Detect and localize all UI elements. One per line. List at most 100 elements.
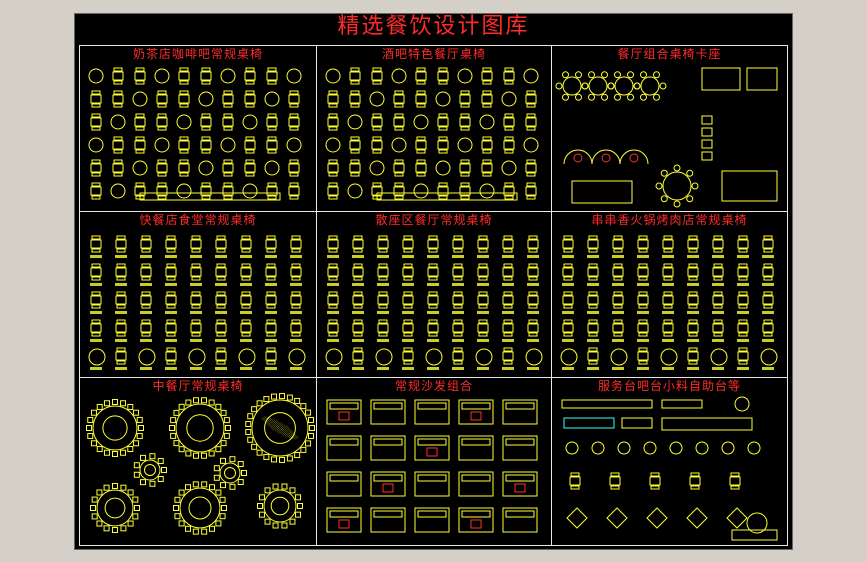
furniture-symbol — [477, 339, 489, 342]
furniture-symbol — [502, 311, 514, 314]
furniture-symbol — [437, 140, 449, 150]
furniture-symbol — [414, 471, 450, 497]
furniture-symbol — [686, 169, 694, 177]
furniture-symbol — [135, 136, 145, 141]
furniture-symbol — [157, 126, 167, 131]
furniture-symbol — [378, 276, 388, 281]
furniture-symbol — [701, 115, 713, 125]
furniture-symbol — [601, 93, 608, 101]
furniture-symbol — [738, 235, 748, 240]
furniture-symbol — [290, 255, 302, 258]
furniture-symbol — [502, 239, 514, 249]
furniture-symbol — [140, 255, 152, 258]
furniture-symbol — [452, 339, 464, 342]
furniture-symbol — [305, 440, 312, 447]
furniture-symbol — [353, 235, 363, 240]
furniture-symbol — [166, 276, 176, 281]
furniture-symbol — [763, 332, 773, 337]
furniture-symbol — [223, 172, 233, 177]
furniture-symbol — [663, 235, 673, 240]
furniture-symbol — [662, 171, 692, 201]
furniture-symbol — [267, 195, 277, 200]
furniture-symbol — [138, 425, 144, 431]
furniture-symbol — [523, 68, 539, 84]
furniture-symbol — [91, 159, 101, 164]
furniture-symbol — [135, 67, 145, 72]
furniture-symbol — [326, 507, 362, 533]
furniture-symbol — [241, 248, 251, 253]
furniture-symbol — [663, 276, 673, 281]
furniture-symbol — [482, 80, 492, 85]
furniture-symbol — [503, 140, 515, 150]
furniture-symbol — [612, 283, 624, 286]
furniture-symbol — [638, 291, 648, 296]
furniture-symbol — [116, 360, 126, 365]
furniture-symbol — [427, 283, 439, 286]
furniture-symbol — [378, 304, 388, 309]
furniture-symbol — [503, 117, 515, 127]
furniture-symbol — [245, 67, 255, 72]
furniture-symbol — [662, 323, 674, 333]
furniture-symbol — [191, 235, 201, 240]
furniture-symbol — [290, 367, 302, 370]
furniture-symbol — [575, 71, 582, 79]
furniture-symbol — [713, 235, 723, 240]
furniture-symbol — [327, 186, 339, 196]
furniture-symbol — [263, 489, 297, 523]
furniture-symbol — [452, 351, 464, 361]
furniture-symbol — [504, 149, 514, 154]
furniture-symbol — [663, 319, 673, 324]
furniture-symbol — [222, 117, 234, 127]
furniture-symbol — [503, 235, 513, 240]
furniture-symbol — [326, 399, 362, 425]
furniture-symbol — [285, 425, 299, 439]
panel-sofa-sets: 常规沙发组合 — [316, 377, 552, 546]
furniture-symbol — [763, 319, 773, 324]
furniture-symbol — [563, 263, 573, 268]
furniture-symbol — [737, 367, 749, 370]
furniture-symbol — [328, 103, 338, 108]
furniture-symbol — [527, 255, 539, 258]
furniture-symbol — [269, 417, 291, 439]
furniture-symbol — [417, 438, 447, 446]
furniture-symbol — [721, 170, 778, 202]
furniture-symbol — [762, 367, 774, 370]
furniture-symbol — [502, 255, 514, 258]
furniture-symbol — [452, 323, 464, 333]
furniture-symbol — [188, 348, 206, 366]
furniture-symbol — [166, 304, 176, 309]
furniture-symbol — [215, 239, 227, 249]
furniture-symbol — [352, 351, 364, 361]
furniture-symbol — [245, 103, 255, 108]
furniture-symbol — [201, 136, 211, 141]
furniture-symbol — [563, 248, 573, 253]
furniture-symbol — [115, 255, 127, 258]
furniture-symbol — [291, 332, 301, 337]
furniture-symbol — [229, 456, 236, 463]
furniture-symbol — [528, 276, 538, 281]
furniture-symbol — [661, 399, 703, 409]
furniture-symbol — [459, 117, 471, 127]
furniture-symbol — [377, 367, 389, 370]
furniture-symbol — [350, 90, 360, 95]
furniture-symbol — [610, 472, 620, 477]
furniture-symbol — [289, 159, 299, 164]
furniture-symbol — [266, 347, 276, 352]
panel-booth-combo: 餐厅组合桌椅卡座 — [551, 45, 788, 212]
furniture-symbol — [96, 446, 103, 453]
furniture-symbol — [403, 347, 413, 352]
furniture-symbol — [90, 339, 102, 342]
furniture-symbol — [637, 295, 649, 305]
panel-title: 中餐厅常规桌椅 — [152, 379, 244, 393]
furniture-symbol — [453, 319, 463, 324]
furniture-symbol — [640, 93, 647, 101]
furniture-symbol — [242, 183, 258, 199]
drawing-sheet: 精选餐饮设计图库 奶茶店咖啡吧常规桌椅 酒吧特色餐厅桌椅 餐厅组合桌椅卡座 快餐… — [74, 13, 793, 550]
furniture-symbol — [737, 255, 749, 258]
furniture-symbol — [328, 195, 338, 200]
furniture-symbol — [165, 367, 177, 370]
furniture-symbol — [482, 103, 492, 108]
furniture-symbol — [403, 360, 413, 365]
furniture-symbol — [638, 304, 648, 309]
furniture-symbol — [215, 255, 227, 258]
